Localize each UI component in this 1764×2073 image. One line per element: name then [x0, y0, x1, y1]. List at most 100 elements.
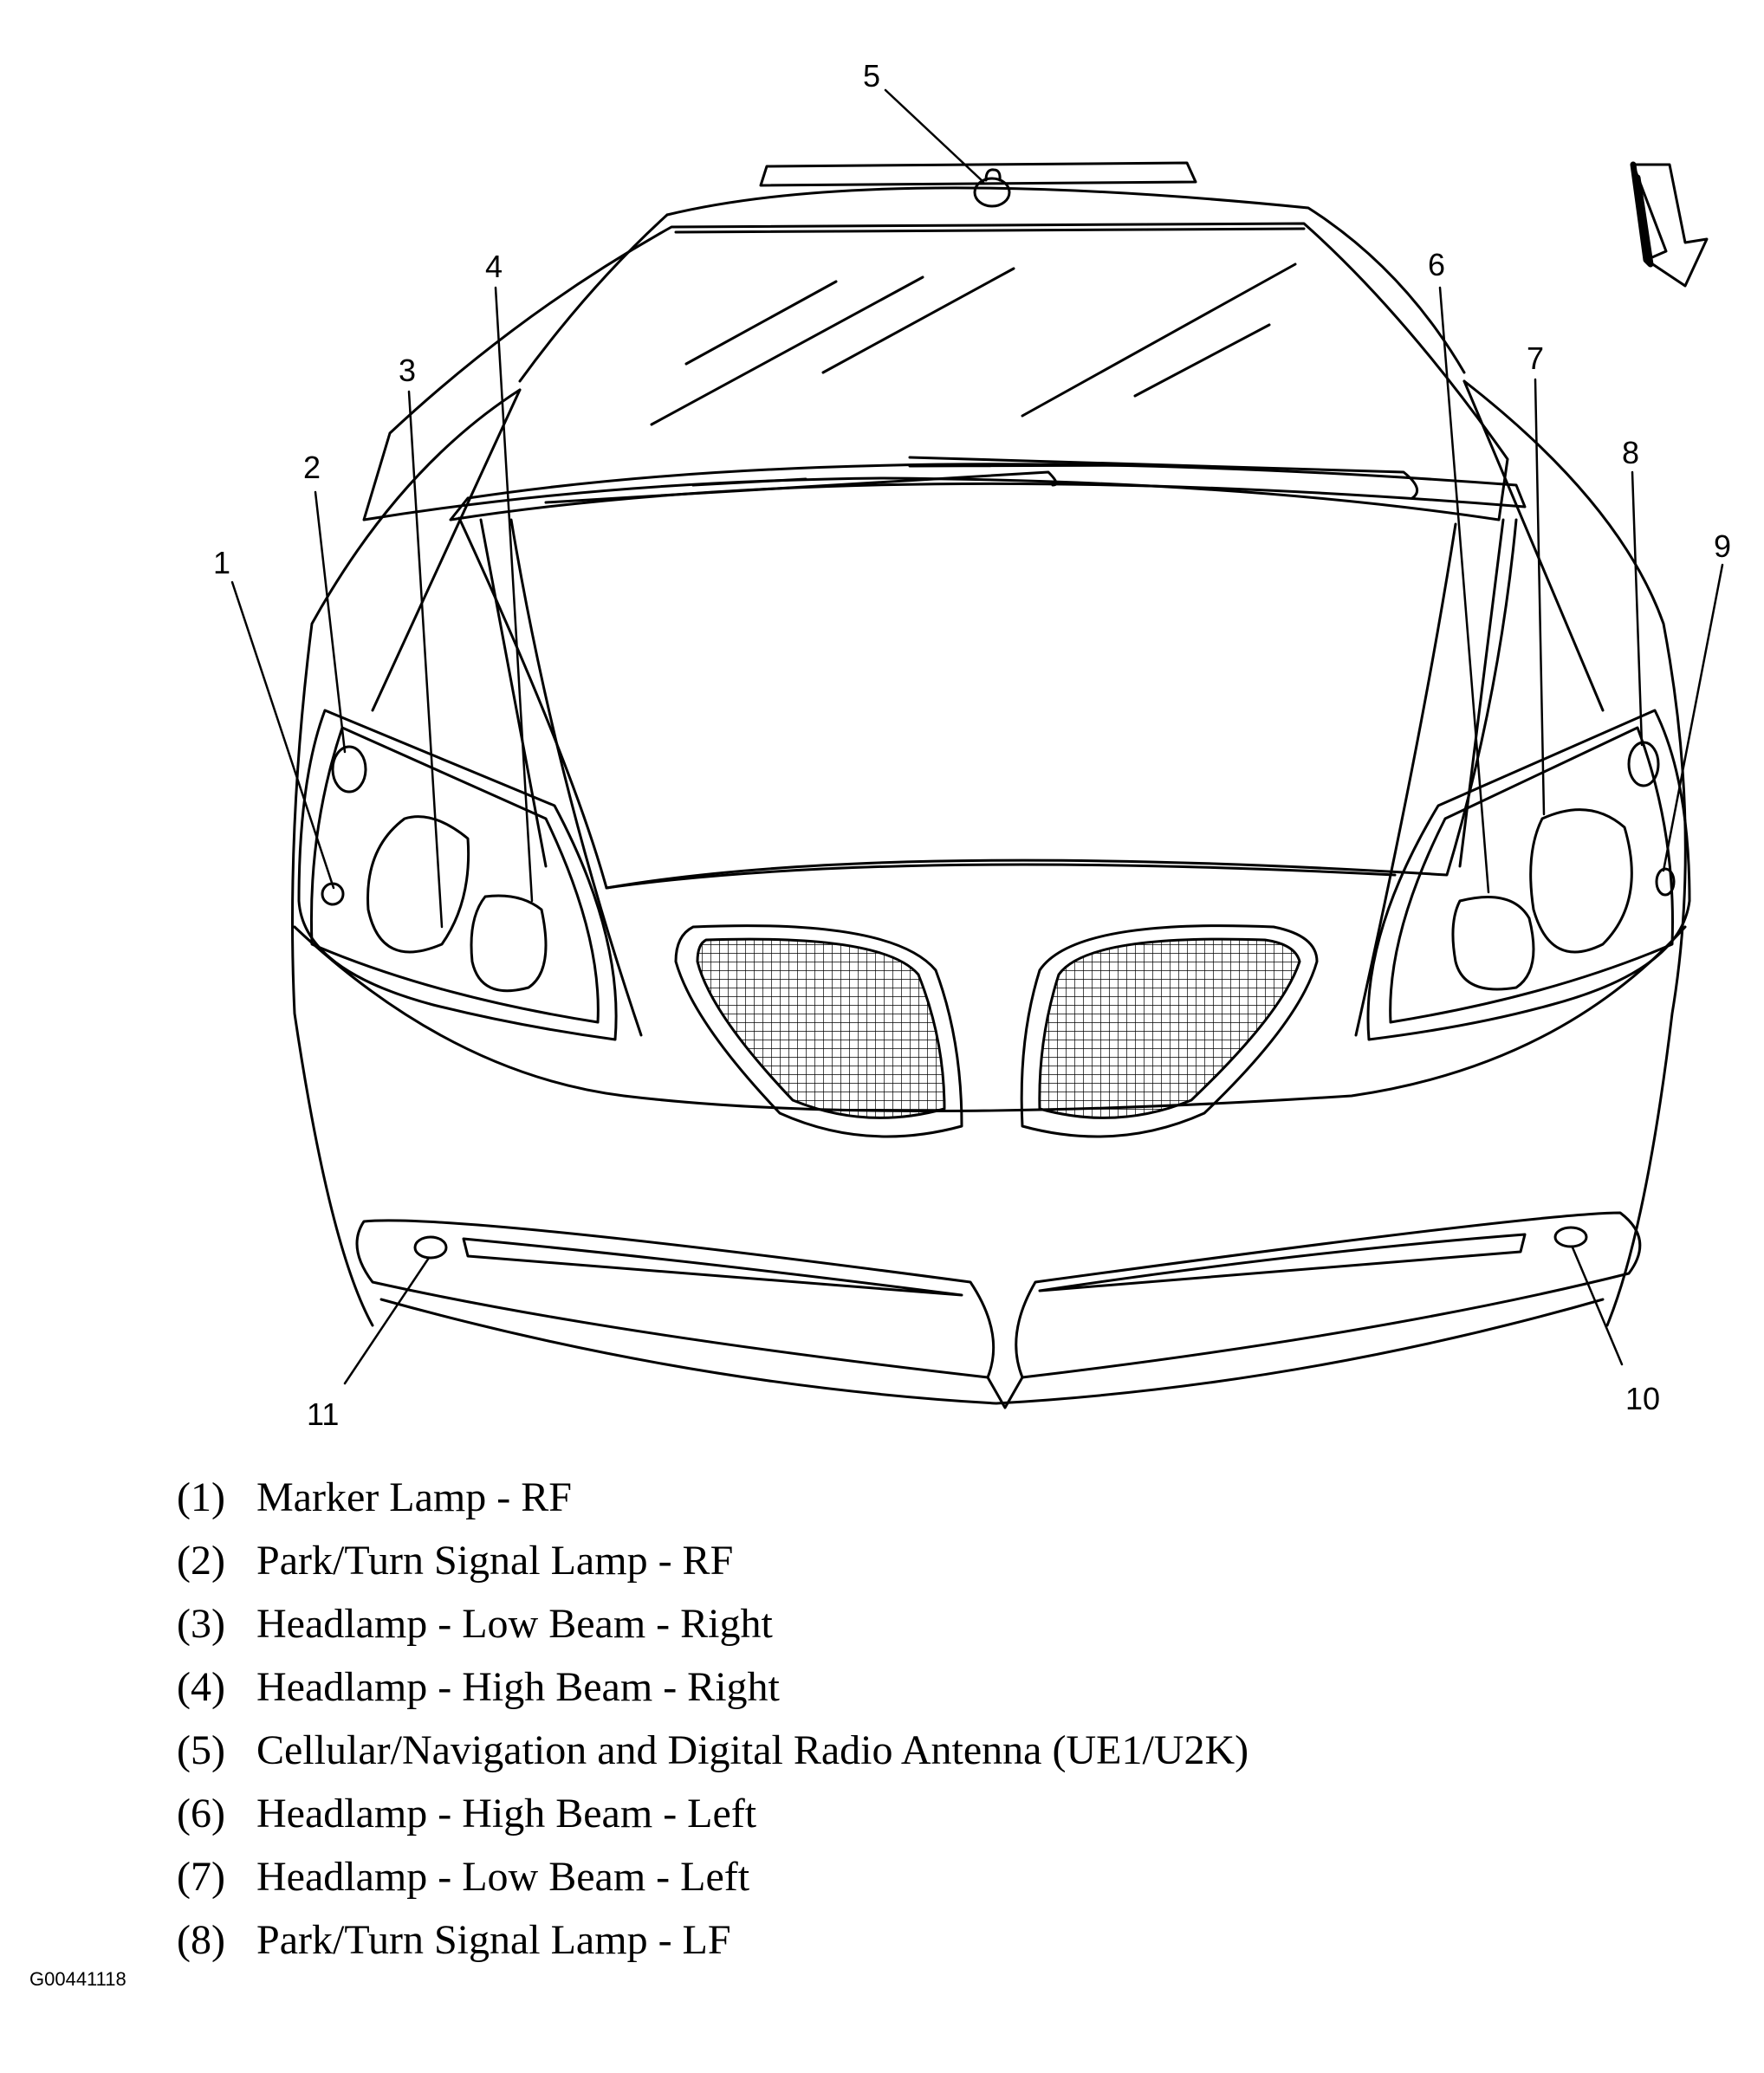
leader-10 [1571, 1246, 1624, 1366]
callout-1: 1 [213, 545, 230, 580]
lower-intake-right [1015, 1211, 1642, 1379]
grille-left-surround [674, 924, 963, 1138]
hood-crease-left [509, 518, 643, 1037]
legend-number: (4) [177, 1664, 225, 1710]
callout-11: 11 [307, 1396, 339, 1432]
legend-label: Cellular/Navigation and Digital Radio An… [256, 1727, 1249, 1773]
headlamp-high-beam-right [470, 894, 548, 993]
sunroof [759, 161, 1197, 187]
leader-7 [1534, 378, 1546, 816]
figure-id: G00441118 [29, 1968, 126, 1990]
callout-4: 4 [485, 249, 503, 284]
leader-11 [343, 1256, 431, 1385]
cowl [449, 463, 1527, 521]
headlamp-housing-rf-inner [309, 726, 600, 1024]
leader-lines [230, 88, 1724, 1385]
center-divide [986, 1376, 1024, 1409]
windshield-glare-3 [821, 267, 1015, 374]
windshield-glare-1 [684, 280, 838, 366]
grille-right-surround [1020, 924, 1319, 1138]
leader-3 [407, 390, 444, 929]
legend-label: Park/Turn Signal Lamp - RF [256, 1538, 734, 1584]
callout-5: 5 [863, 58, 880, 94]
legend-item: (7) Headlamp - Low Beam - Left [177, 1845, 1248, 1908]
lower-intake-left [355, 1219, 995, 1379]
legend-label: Marker Lamp - RF [256, 1474, 572, 1520]
roof-outline [665, 186, 1466, 374]
hood-center-left [479, 518, 548, 868]
antenna [973, 177, 1011, 208]
leader-1 [230, 580, 335, 890]
lower-intake-right-slot [1038, 1233, 1527, 1292]
legend-item: (8) Park/Turn Signal Lamp - LF [177, 1908, 1248, 1972]
wiper-left [544, 470, 1058, 504]
legend-number: (5) [177, 1727, 225, 1773]
grille-right-mesh [1038, 937, 1301, 1119]
a-pillar-left [371, 388, 522, 712]
vehicle-front-diagram: 1 2 3 4 5 6 7 8 9 10 11 [213, 58, 1731, 1432]
antenna-stub [984, 168, 1002, 182]
windshield-glare-5 [1133, 323, 1271, 398]
leader-9 [1662, 563, 1724, 872]
legend-number: (2) [177, 1538, 225, 1584]
legend-item: (3) Headlamp - Low Beam - Right [177, 1592, 1248, 1655]
leader-4 [494, 286, 534, 903]
fender-right [1462, 379, 1687, 1327]
headlamp-low-beam-left [1529, 808, 1633, 954]
legend-item: (6) Headlamp - High Beam - Left [177, 1782, 1248, 1845]
legend-item: (4) Headlamp - High Beam - Right [177, 1655, 1248, 1719]
legend-number: (8) [177, 1917, 225, 1963]
headlamp-low-beam-right [366, 815, 470, 954]
callout-2: 2 [303, 450, 321, 485]
legend-label: Headlamp - Low Beam - Right [256, 1601, 773, 1647]
wiper-right [908, 456, 1419, 500]
windshield-glare-4 [1021, 262, 1297, 418]
legend-number: (3) [177, 1601, 225, 1647]
bumper-bottom [379, 1298, 1605, 1405]
lower-intake-left-slot [462, 1237, 963, 1297]
park-turn-lamp-lf [1627, 741, 1660, 787]
leader-6 [1438, 286, 1490, 894]
fascia-lower [293, 925, 1687, 1112]
fascia-top [605, 863, 1397, 890]
fog-lamp-lf [1553, 1226, 1588, 1248]
windshield-frame [362, 222, 1509, 521]
hood-crease-right [1354, 522, 1457, 1037]
roof-outline-left [518, 213, 669, 383]
grille-left-mesh [696, 937, 946, 1119]
legend-label: Headlamp - High Beam - Left [256, 1791, 757, 1837]
headlamp-housing-lf-inner [1389, 726, 1674, 1024]
callout-6: 6 [1428, 247, 1445, 282]
leader-5 [884, 88, 985, 184]
fender-left [291, 388, 522, 1327]
headlamp-housing-rf [297, 709, 618, 1041]
windshield-inner [674, 227, 1306, 234]
marker-lamp-lf [1655, 867, 1676, 897]
callout-10: 10 [1625, 1381, 1660, 1416]
a-pillar-right [1462, 379, 1605, 712]
legend-item: (5) Cellular/Navigation and Digital Radio… [177, 1719, 1248, 1782]
legend-number: (1) [177, 1474, 225, 1520]
legend-item: (1) Marker Lamp - RF [177, 1466, 1248, 1529]
legend-number: (7) [177, 1854, 225, 1900]
callout-7: 7 [1527, 340, 1544, 376]
headlamp-housing-lf [1366, 709, 1691, 1041]
callout-9: 9 [1714, 528, 1731, 564]
legend-item: (2) Park/Turn Signal Lamp - RF [177, 1529, 1248, 1592]
hood-outline [457, 516, 1518, 890]
legend-number: (6) [177, 1791, 225, 1837]
leader-2 [314, 490, 347, 754]
park-turn-lamp-rf [331, 745, 367, 794]
callout-3: 3 [399, 353, 416, 388]
direction-arrow [1631, 163, 1709, 288]
leader-8 [1631, 470, 1644, 747]
direction-arrow-shadow [1630, 161, 1654, 268]
fog-lamp-rf [413, 1235, 448, 1260]
legend-list: (1) Marker Lamp - RF (2) Park/Turn Signal … [177, 1466, 1248, 1972]
callout-8: 8 [1622, 435, 1639, 470]
legend-label: Park/Turn Signal Lamp - LF [256, 1917, 731, 1963]
windshield-glare-2 [650, 275, 924, 426]
legend-label: Headlamp - High Beam - Right [256, 1664, 780, 1710]
legend-label: Headlamp - Low Beam - Left [256, 1854, 750, 1900]
headlamp-high-beam-left [1451, 896, 1535, 991]
